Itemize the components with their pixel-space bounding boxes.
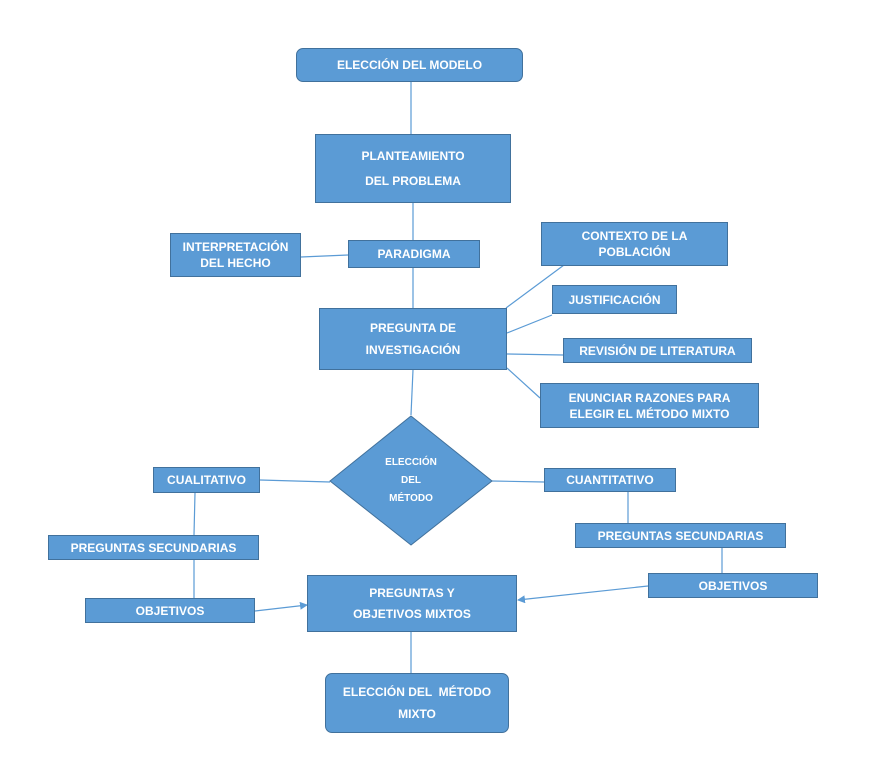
- connector-pregunta-revision: [506, 353, 564, 356]
- node-preguntas-secundarias-der: PREGUNTAS SECUNDARIAS: [575, 523, 786, 548]
- node-label-line3: MÉTODO: [389, 493, 433, 504]
- connector-paradigma-interpretacion: [300, 254, 349, 258]
- node-objetivos-izq: OBJETIVOS: [85, 598, 255, 623]
- connector-metodo-cualitativo: [259, 479, 331, 483]
- node-planteamiento-del-problema: PLANTEAMIENTO DEL PROBLEMA: [315, 134, 511, 203]
- connector-pregunta-contexto: [505, 264, 565, 309]
- node-label-line2: ELEGIR EL MÉTODO MIXTO: [569, 406, 730, 421]
- node-eleccion-del-metodo: ELECCIÓN DEL MÉTODO: [365, 450, 457, 512]
- node-label-line1: PLANTEAMIENTO: [361, 149, 465, 163]
- node-eleccion-del-modelo: ELECCIÓN DEL MODELO: [296, 48, 523, 82]
- node-interpretacion-del-hecho: INTERPRETACIÓN DEL HECHO: [170, 233, 301, 277]
- node-cuantitativo: CUANTITATIVO: [544, 468, 676, 492]
- connector-pregunta-justificacion: [506, 314, 553, 334]
- connector-cualitativo-preguntas: [193, 492, 196, 536]
- node-label: REVISIÓN DE LITERATURA: [579, 343, 736, 358]
- connector-pregunta-metodo: [410, 369, 414, 416]
- node-label-line2: MIXTO: [398, 707, 436, 721]
- connector-pregunta-enunciar: [506, 367, 541, 399]
- connector-objetivos-der-mixtos: [517, 585, 649, 604]
- node-label-line2: DEL HECHO: [200, 256, 271, 270]
- node-label-line1: ENUNCIAR RAZONES PARA: [568, 390, 731, 405]
- connector-metodo-cuantitativo: [491, 480, 545, 483]
- connector-objetivos-izq-mixtos: [254, 601, 308, 612]
- node-label: CUANTITATIVO: [566, 473, 654, 487]
- node-paradigma: PARADIGMA: [348, 240, 480, 268]
- node-label-line1: CONTEXTO DE LA: [581, 229, 688, 243]
- node-label-line2: DEL: [401, 475, 421, 486]
- node-label: OBJETIVOS: [698, 578, 768, 593]
- node-label: PARADIGMA: [377, 247, 451, 261]
- node-label: PREGUNTAS SECUNDARIAS: [597, 528, 764, 543]
- node-label-line1: ELECCIÓN: [385, 457, 437, 468]
- node-label: CUALITATIVO: [167, 473, 246, 487]
- node-revision-de-literatura: REVISIÓN DE LITERATURA: [563, 338, 752, 363]
- node-label-line2: INVESTIGACIÓN: [365, 343, 461, 358]
- node-label-line2: DEL PROBLEMA: [365, 174, 461, 188]
- node-pregunta-de-investigacion: PREGUNTA DE INVESTIGACIÓN: [319, 308, 507, 370]
- decision-diamond: [329, 415, 493, 546]
- node-preguntas-secundarias-izq: PREGUNTAS SECUNDARIAS: [48, 535, 259, 560]
- node-preguntas-y-objetivos-mixtos: PREGUNTAS Y OBJETIVOS MIXTOS: [307, 575, 517, 632]
- node-label-line1: INTERPRETACIÓN: [182, 240, 289, 254]
- node-label-line1: PREGUNTAS Y: [369, 586, 455, 600]
- node-label-line2: POBLACIÓN: [598, 245, 671, 259]
- node-label-line2: OBJETIVOS MIXTOS: [353, 607, 471, 621]
- node-label: OBJETIVOS: [135, 603, 205, 618]
- node-eleccion-del-metodo-mixto: ELECCIÓN DEL MÉTODO MIXTO: [325, 673, 509, 733]
- node-label-line1: PREGUNTA DE: [369, 320, 456, 335]
- node-contexto-de-la-poblacion: CONTEXTO DE LA POBLACIÓN: [541, 222, 728, 266]
- node-objetivos-der: OBJETIVOS: [648, 573, 818, 598]
- node-label-line1: ELECCIÓN DEL MÉTODO: [342, 685, 492, 699]
- node-label: JUSTIFICACIÓN: [568, 292, 661, 307]
- node-label: ELECCIÓN DEL MODELO: [336, 58, 483, 72]
- node-cualitativo: CUALITATIVO: [153, 467, 260, 493]
- node-label: PREGUNTAS SECUNDARIAS: [70, 540, 237, 555]
- node-justificacion: JUSTIFICACIÓN: [552, 285, 677, 314]
- node-enunciar-razones: ENUNCIAR RAZONES PARA ELEGIR EL MÉTODO M…: [540, 383, 759, 428]
